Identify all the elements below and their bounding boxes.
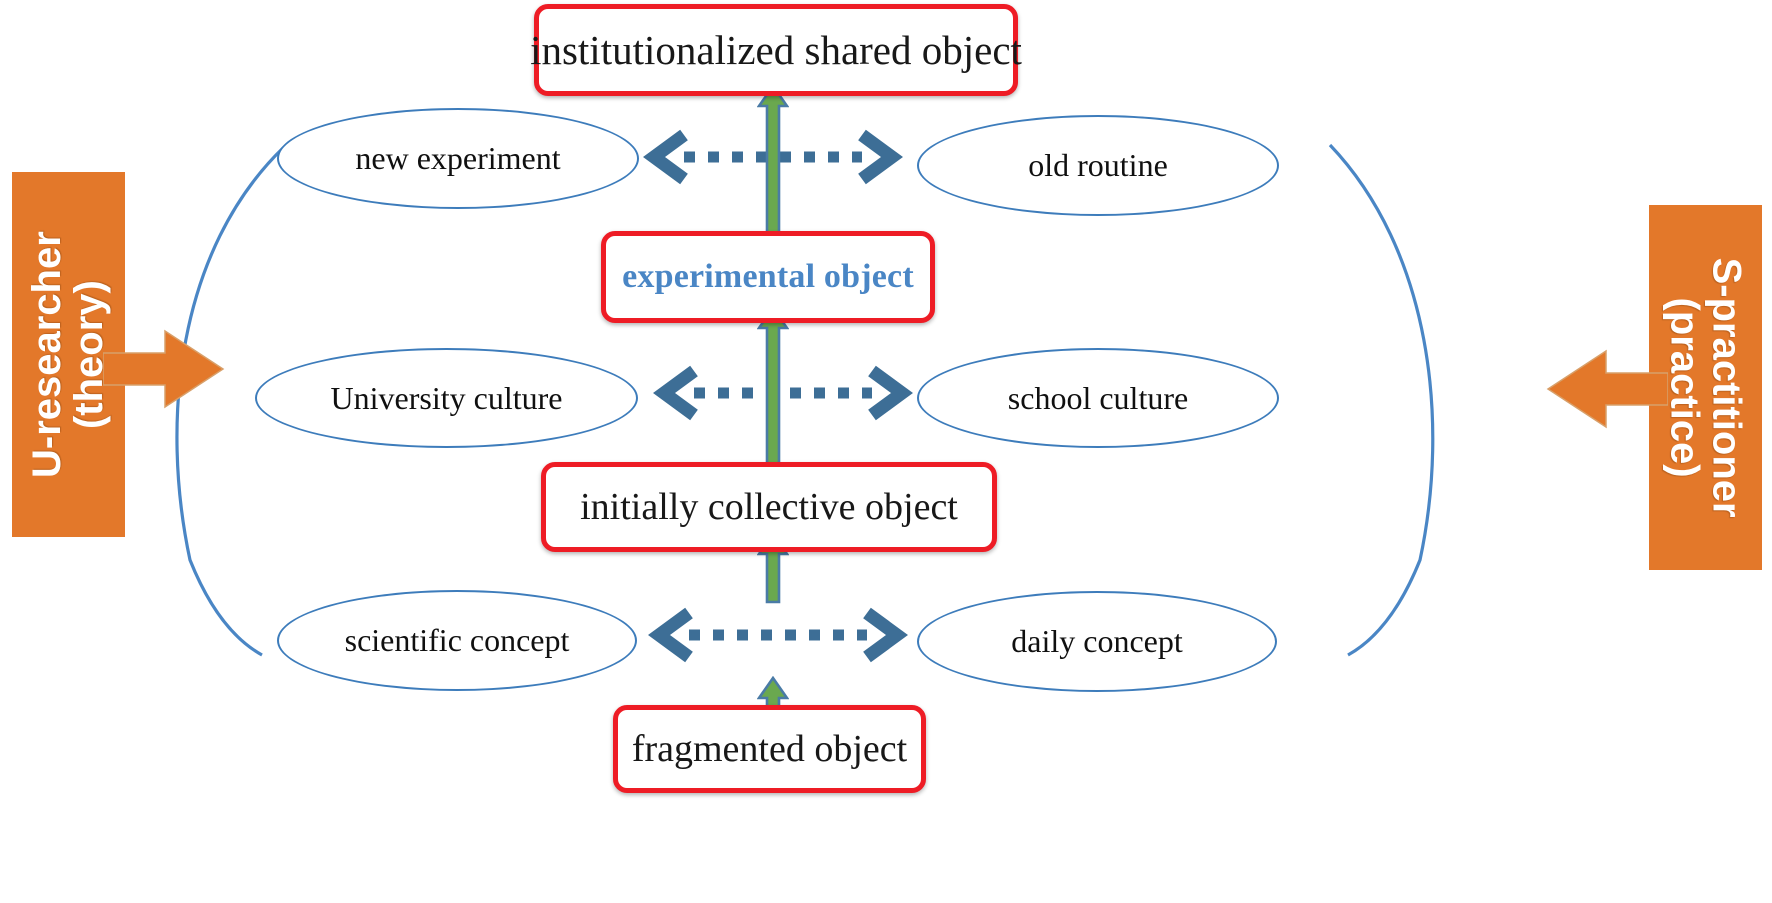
panel-left-line1: U-researcher — [24, 231, 69, 478]
dotted-double-arrow-middle — [653, 365, 913, 421]
panel-right-line2: (practice) — [1663, 297, 1708, 478]
box-initially-collective-object[interactable]: initially collective object — [541, 462, 997, 552]
box-label: initially collective object — [580, 486, 958, 528]
ellipse-daily-concept[interactable]: daily concept — [917, 591, 1277, 692]
panel-left-label: U-researcher (theory) — [24, 231, 111, 478]
ellipse-label: school culture — [1007, 379, 1189, 416]
green-arrow-up-2 — [757, 306, 789, 466]
box-fragmented-object[interactable]: fragmented object — [613, 705, 926, 793]
orange-arrow-left-icon — [1546, 349, 1668, 429]
ellipse-scientific-concept[interactable]: scientific concept — [277, 590, 637, 691]
box-label: institutionalized shared object — [530, 26, 1022, 73]
ellipse-old-routine[interactable]: old routine — [917, 115, 1279, 216]
orange-arrow-right-icon — [103, 329, 225, 409]
box-label: experimental object — [622, 258, 914, 295]
ellipse-label: University culture — [330, 379, 563, 416]
ellipse-label: scientific concept — [344, 622, 570, 658]
ellipse-label: daily concept — [1011, 623, 1183, 659]
panel-right-label: S-practitioner (practice) — [1663, 257, 1750, 518]
panel-right-line1: S-practitioner — [1705, 257, 1750, 518]
box-institutionalized-shared-object[interactable]: institutionalized shared object — [530, 4, 1022, 96]
box-experimental-object[interactable]: experimental object — [601, 231, 935, 323]
dotted-double-arrow-top — [643, 129, 903, 185]
ellipse-label: new experiment — [355, 140, 561, 176]
ellipse-school-culture[interactable]: school culture — [917, 348, 1279, 448]
ellipse-label: old routine — [1028, 147, 1168, 183]
right-arc — [1328, 143, 1435, 657]
ellipse-university-culture[interactable]: University culture — [255, 348, 638, 448]
box-label: fragmented object — [631, 728, 908, 770]
green-arrow-up-1 — [757, 84, 789, 236]
ellipse-new-experiment[interactable]: new experiment — [277, 108, 639, 209]
dotted-double-arrow-bottom — [648, 607, 908, 663]
